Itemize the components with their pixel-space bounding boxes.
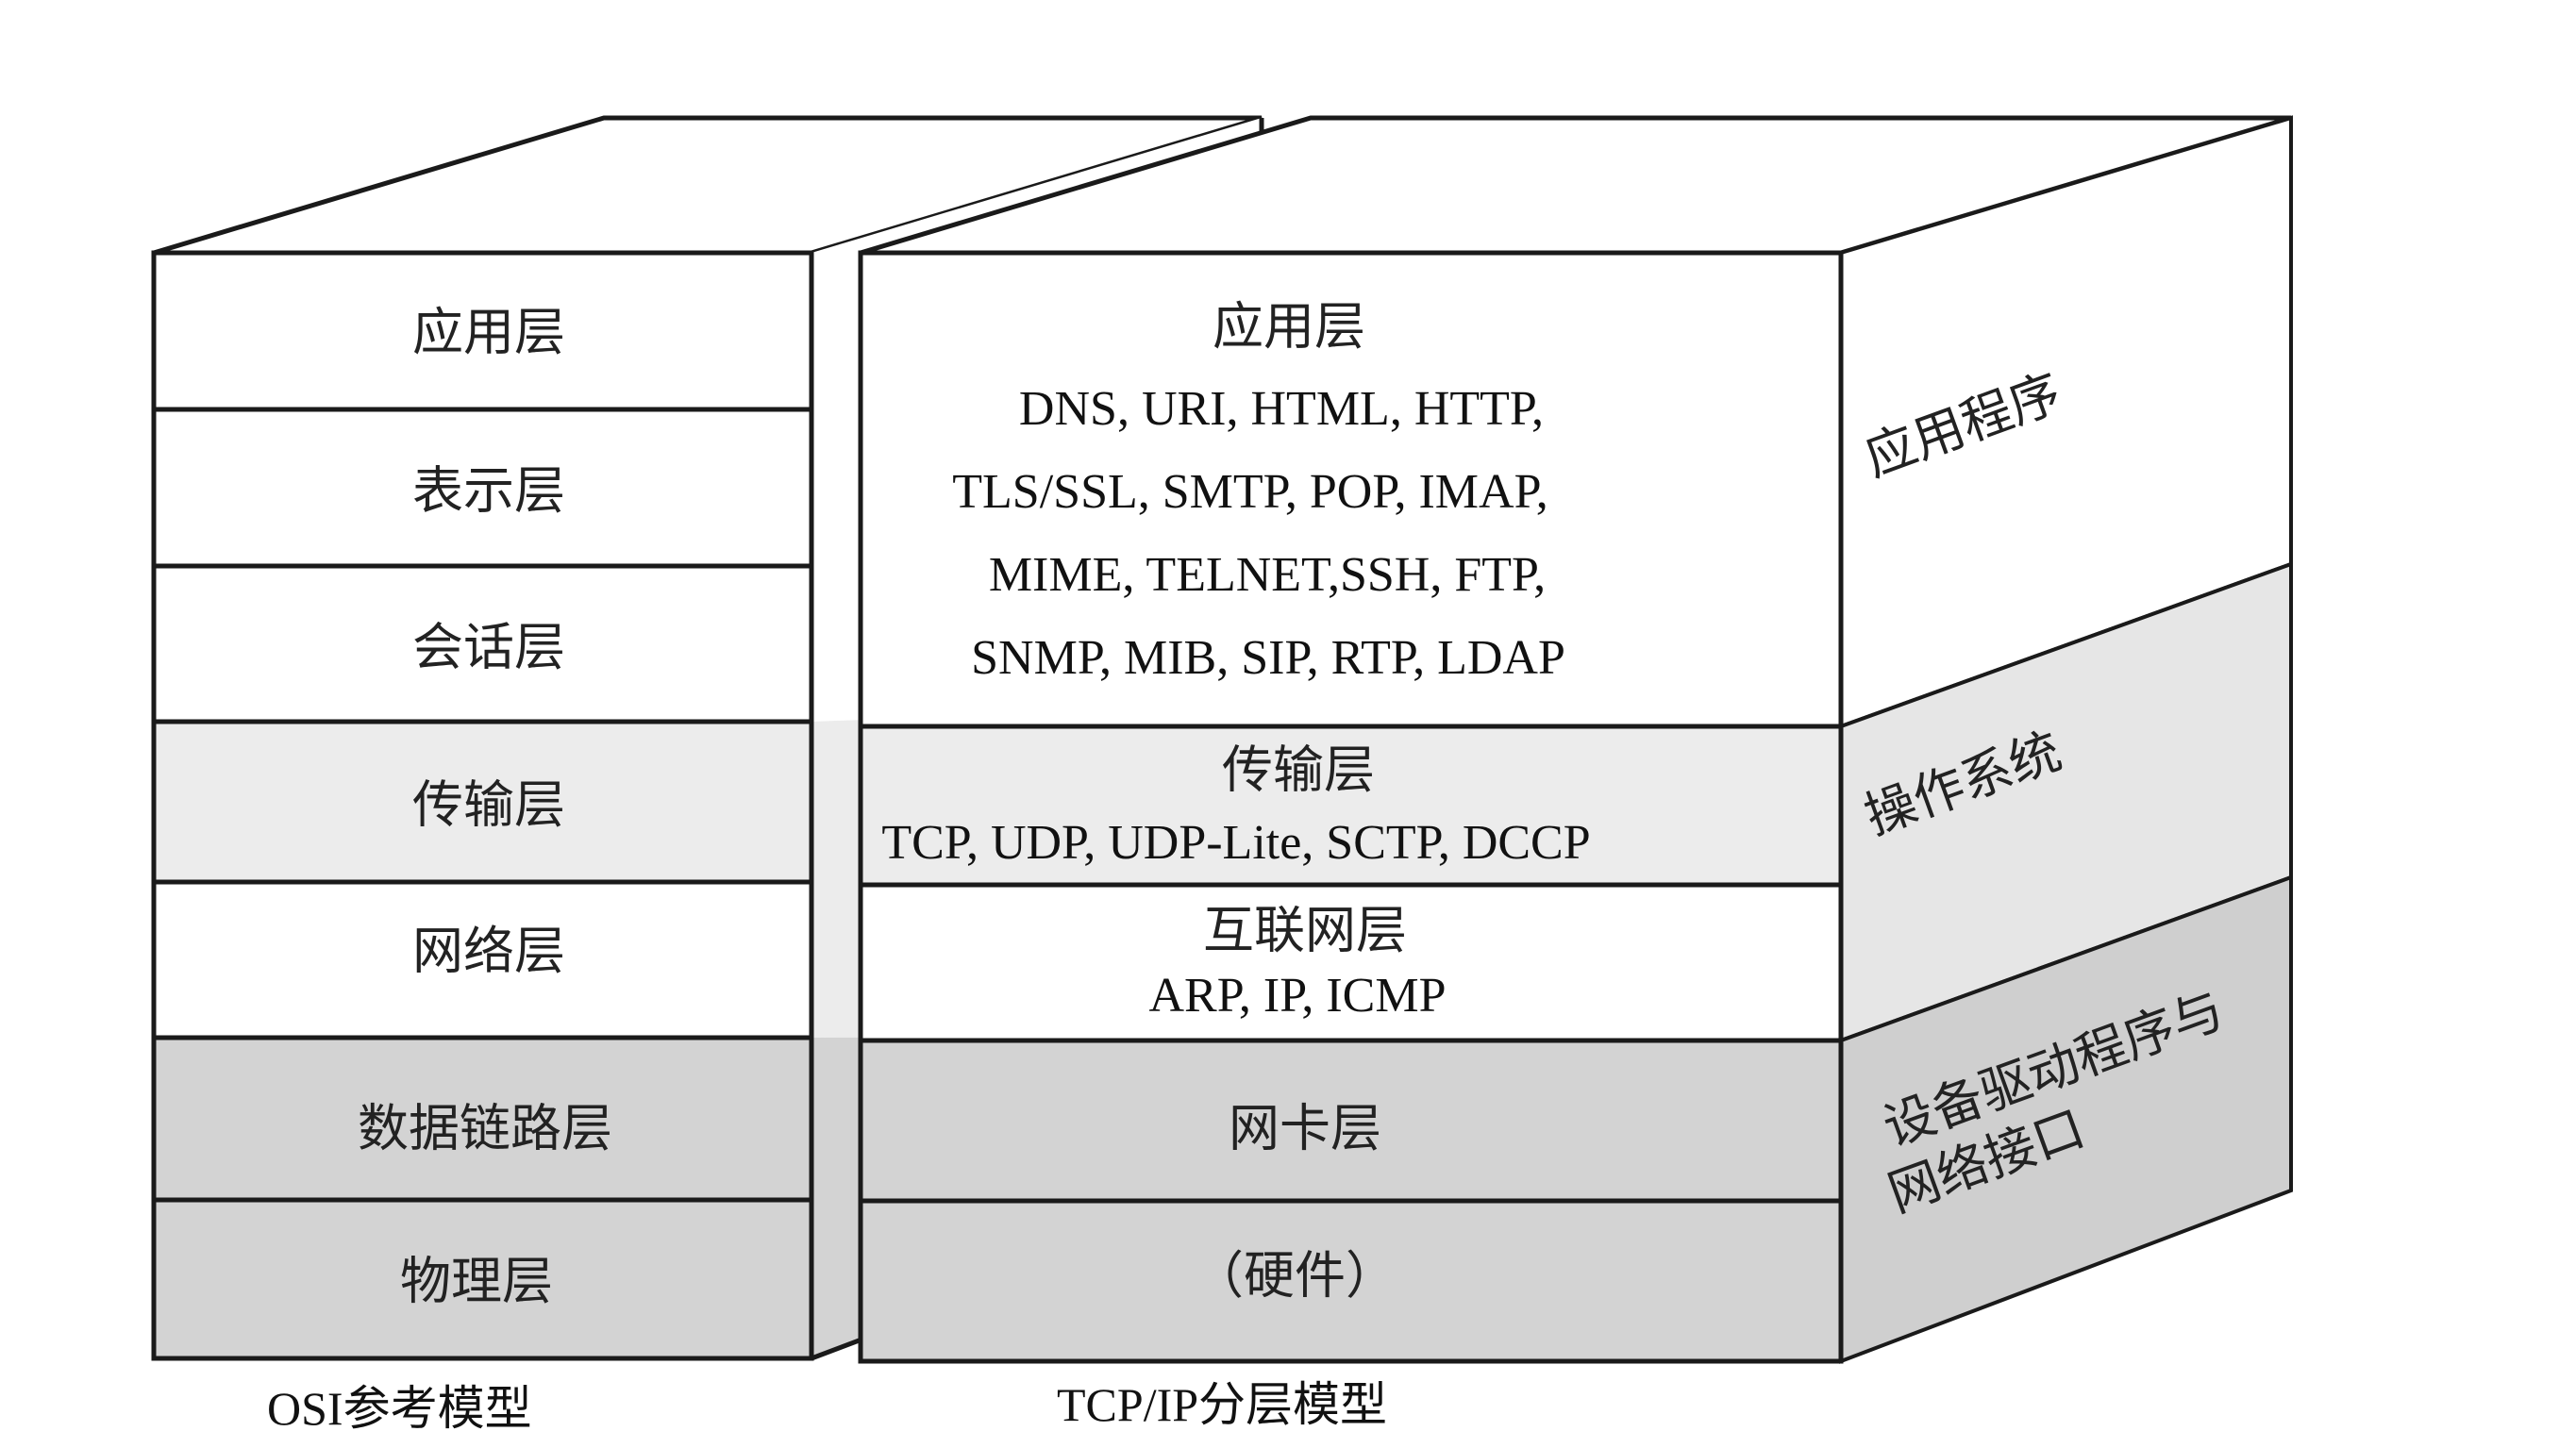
osi-layer-physical-bg — [151, 1197, 814, 1361]
tcpip-application-protocols-line-3: MIME, TELNET,SSH, FTP, — [989, 548, 1546, 602]
tcpip-internet-title: 互联网层 — [1203, 901, 1407, 960]
tcpip-internet-protocols: ARP, IP, ICMP — [1148, 969, 1446, 1023]
tcpip-link-title: 网卡层 — [1229, 1099, 1381, 1158]
osi-layer-session-bg — [151, 563, 814, 724]
tcpip-transport-title: 传输层 — [1222, 741, 1375, 800]
osi-layer-network-bg — [151, 879, 814, 1040]
osi-caption: OSI参考模型 — [267, 1382, 532, 1435]
osi-layer-presentation-bg — [151, 407, 814, 569]
tcpip-layer-application-bg — [858, 250, 1844, 729]
tcpip-application-protocols-line-2: TLS/SSL, SMTP, POP, IMAP, — [952, 465, 1547, 519]
osi-layer-application-bg — [151, 250, 814, 412]
osi-layer-application-label: 应用层 — [412, 303, 565, 362]
tcpip-application-protocols-line-1: DNS, URI, HTML, HTTP, — [1019, 382, 1544, 436]
watermark-logo: 豆包AI生成 — [2241, 1331, 2513, 1392]
tcpip-application-protocols-line-4: SNMP, MIB, SIP, RTP, LDAP — [971, 631, 1565, 685]
osi-layer-transport-bg — [151, 719, 814, 885]
osi-layer-network-label: 网络层 — [412, 922, 565, 981]
osi-layer-session-label: 会话层 — [412, 618, 565, 677]
tcpip-layer-link-bg — [858, 1038, 1844, 1204]
osi-layer-physical-label: 物理层 — [400, 1252, 553, 1311]
tcpip-transport-protocols: TCP, UDP, UDP-Lite, SCTP, DCCP — [881, 816, 1590, 870]
tcpip-model-box: 应用层 DNS, URI, HTML, HTTP, TLS/SSL, SMTP,… — [858, 115, 2293, 1364]
tcpip-layer-hardware-bg — [858, 1198, 1844, 1364]
tcpip-hardware-title: （硬件） — [1193, 1246, 1397, 1306]
osi-layer-transport-label: 传输层 — [412, 775, 565, 835]
tcpip-application-title: 应用层 — [1213, 297, 1365, 357]
osi-layer-datalink-label: 数据链路层 — [358, 1099, 612, 1158]
osi-layer-presentation-label: 表示层 — [412, 461, 565, 521]
tcpip-layer-internet-bg — [858, 882, 1844, 1043]
tcpip-caption: TCP/IP分层模型 — [1057, 1378, 1387, 1431]
